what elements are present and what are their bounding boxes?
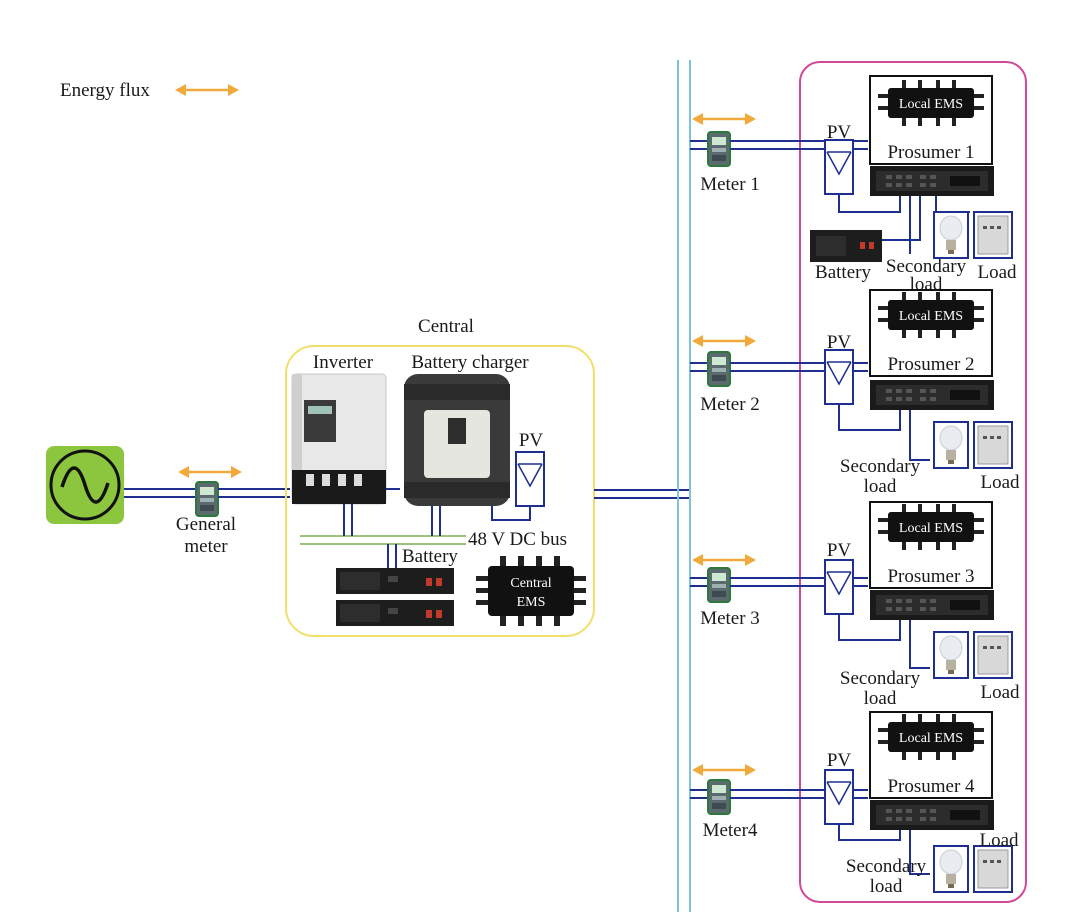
prosumer-4-inverter-icon xyxy=(870,800,994,830)
central-ems-label-1: Central xyxy=(510,576,551,591)
prosumer-4: Meter4 Local EMS Prosumer 4 PV Load Seco… xyxy=(690,711,1019,897)
meter-3-icon xyxy=(707,567,731,603)
prosumer-4-name: Prosumer 4 xyxy=(887,776,975,797)
local-ems-4-label: Local EMS xyxy=(899,731,963,746)
local-ems-2-label: Local EMS xyxy=(899,309,963,324)
grid-source-icon xyxy=(46,446,124,524)
meter-2-flux-arrow-icon xyxy=(690,333,758,349)
prosumer-3: Meter 3 Local EMS Prosumer 3 PV Secondar… xyxy=(690,501,1020,709)
inverter-label: Inverter xyxy=(313,352,374,373)
battery-charger-label: Battery charger xyxy=(411,352,529,373)
prosumer-3-name: Prosumer 3 xyxy=(887,566,974,587)
meter-1-icon xyxy=(707,131,731,167)
general-meter-flux-arrow-icon xyxy=(176,464,244,480)
central-ems-chip-icon xyxy=(476,556,586,626)
prosumer-4-pv-label: PV xyxy=(827,750,852,771)
central-battery-module-1-icon xyxy=(336,568,454,594)
prosumer-4-load-icon xyxy=(973,845,1013,893)
prosumer-4-secondary-label-2: load xyxy=(870,876,903,897)
prosumer-3-inverter-icon xyxy=(870,590,994,620)
prosumer-3-load-icon xyxy=(973,631,1013,679)
prosumer-2-bulb-icon xyxy=(933,421,969,469)
general-meter-label-2: meter xyxy=(184,536,228,557)
prosumer-2-name: Prosumer 2 xyxy=(887,354,974,375)
prosumer-1-pv-label: PV xyxy=(827,122,852,143)
meter-1-flux-arrow-icon xyxy=(690,111,758,127)
prosumer-1-load-icon xyxy=(973,211,1013,259)
prosumer-2-pv-label: PV xyxy=(827,332,852,353)
meter-3-flux-arrow-icon xyxy=(690,552,758,568)
central-battery-module-2-icon xyxy=(336,600,454,626)
prosumer-1-pv-icon xyxy=(824,139,854,195)
central-title: Central xyxy=(418,316,474,337)
prosumer-1-battery-label: Battery xyxy=(815,262,871,283)
inverter-icon xyxy=(291,373,387,505)
prosumer-group-box xyxy=(799,61,1027,903)
prosumer-2-secondary-label-1: Secondary xyxy=(840,456,921,477)
meter-2-icon xyxy=(707,351,731,387)
general-meter-icon xyxy=(195,481,219,517)
prosumer-3-secondary-label-1: Secondary xyxy=(840,668,921,689)
prosumer-2-load-label: Load xyxy=(980,472,1020,493)
prosumer-4-load-label: Load xyxy=(979,830,1019,851)
prosumer-1-name: Prosumer 1 xyxy=(887,142,974,163)
general-meter-label-1: General xyxy=(176,514,236,535)
energy-flux-arrow-icon xyxy=(173,82,241,98)
prosumer-1-secondary-label-1: Secondary xyxy=(886,256,967,277)
prosumer-1-load-label: Load xyxy=(977,262,1017,283)
legend-label: Energy flux xyxy=(60,80,150,101)
prosumer-1-inverter-icon xyxy=(870,166,994,196)
prosumer-1-battery-icon xyxy=(810,230,882,262)
prosumer-2-load-icon xyxy=(973,421,1013,469)
meter-4-flux-arrow-icon xyxy=(690,762,758,778)
meter-2-label: Meter 2 xyxy=(700,394,760,415)
prosumer-3-bulb-icon xyxy=(933,631,969,679)
meter-3-label: Meter 3 xyxy=(700,608,760,629)
central-pv-icon xyxy=(515,451,545,507)
prosumer-2: Meter 2 Local EMS Prosumer 2 PV Secondar… xyxy=(690,289,1020,497)
prosumer-3-pv-label: PV xyxy=(827,540,852,561)
prosumer-3-secondary-label-2: load xyxy=(864,688,897,709)
local-ems-1-label: Local EMS xyxy=(899,97,963,112)
prosumer-4-bulb-icon xyxy=(933,845,969,893)
prosumer-4-pv-icon xyxy=(824,769,854,825)
central-battery-label: Battery xyxy=(402,546,458,567)
central-pv-label: PV xyxy=(519,430,544,451)
prosumer-2-inverter-icon xyxy=(870,380,994,410)
prosumer-2-secondary-label-2: load xyxy=(864,476,897,497)
prosumer-3-load-label: Load xyxy=(980,682,1020,703)
prosumer-2-pv-icon xyxy=(824,349,854,405)
meter-4-icon xyxy=(707,779,731,815)
dc-bus-label: 48 V DC bus xyxy=(468,529,567,550)
central-ems-label-2: EMS xyxy=(517,595,546,610)
prosumer-1: Meter 1 Local EMS Prosumer 1 PV Battery … xyxy=(690,75,1017,295)
local-ems-3-label: Local EMS xyxy=(899,521,963,536)
prosumer-1-bulb-icon xyxy=(933,211,969,259)
prosumer-3-pv-icon xyxy=(824,559,854,615)
battery-charger-icon xyxy=(404,374,510,506)
meter-4-label: Meter4 xyxy=(703,820,758,841)
prosumer-4-secondary-label-1: Secondary xyxy=(846,856,927,877)
pv-to-charger-wire xyxy=(491,506,531,521)
meter-1-label: Meter 1 xyxy=(700,174,760,195)
